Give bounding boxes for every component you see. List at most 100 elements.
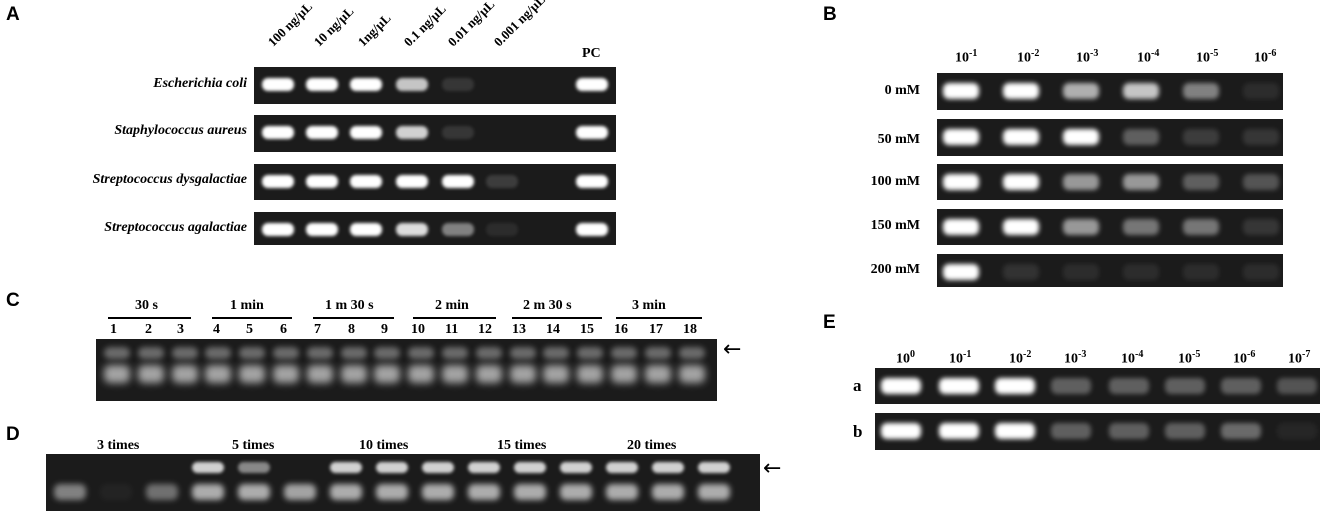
- gel-band: [262, 175, 294, 188]
- row-label-escherichia-coli: Escherichia coli: [153, 76, 247, 91]
- gel-band: [1123, 264, 1159, 280]
- group-label: 15 times: [497, 438, 547, 453]
- gel-band: [943, 174, 979, 190]
- dilution-label: 10-5: [1196, 48, 1219, 66]
- dilution-label: 10-6: [1233, 349, 1256, 367]
- gel-band: [1063, 219, 1099, 235]
- gel-band: [408, 347, 435, 359]
- gel-band: [1063, 129, 1099, 145]
- gel-band: [238, 462, 270, 473]
- gel-band: [306, 347, 333, 359]
- gel-band: [104, 365, 130, 383]
- gel-band: [422, 462, 454, 473]
- gel-band: [205, 365, 232, 383]
- gel-band: [939, 378, 979, 394]
- gel-band: [514, 462, 546, 473]
- gel-band: [54, 484, 86, 500]
- group-underline: [313, 317, 394, 319]
- gel-band: [171, 347, 198, 359]
- gel-band: [1183, 83, 1219, 99]
- gel-band: [577, 365, 604, 383]
- gel-band: [273, 365, 299, 383]
- gel-strip-c: [96, 339, 717, 401]
- gel-band: [192, 462, 224, 473]
- gel-strip-b-3: [937, 164, 1283, 200]
- row-label-100mm: 100 mM: [870, 174, 920, 189]
- gel-band: [396, 126, 428, 139]
- gel-band: [1063, 264, 1099, 280]
- gel-band: [1003, 219, 1039, 235]
- dilution-label: 10-3: [1076, 48, 1099, 66]
- lane-number: 3: [177, 322, 184, 337]
- gel-band: [1123, 83, 1159, 99]
- group-label: 5 times: [232, 438, 275, 453]
- gel-band: [486, 223, 518, 236]
- gel-band: [442, 365, 468, 383]
- gel-band: [943, 219, 979, 235]
- gel-band: [652, 462, 684, 473]
- group-label: 20 times: [627, 438, 677, 453]
- dilution-label: 10-1: [949, 349, 972, 367]
- arrow-icon: ←: [763, 456, 782, 481]
- gel-band: [374, 365, 401, 383]
- lane-number: 6: [280, 322, 287, 337]
- gel-band: [698, 484, 730, 500]
- gel-band: [306, 365, 333, 383]
- gel-band: [576, 223, 608, 236]
- gel-band: [1243, 129, 1279, 145]
- group-label: 3 times: [97, 438, 140, 453]
- gel-band: [1063, 174, 1099, 190]
- gel-strip-e-1: [875, 368, 1320, 404]
- group-label: 30 s: [135, 298, 158, 313]
- arrow-icon: ←: [723, 337, 742, 362]
- group-underline: [413, 317, 496, 319]
- gel-band: [171, 365, 198, 383]
- gel-band: [340, 365, 367, 383]
- gel-band: [611, 347, 637, 359]
- dilution-label: 10-4: [1121, 349, 1144, 367]
- gel-band: [376, 462, 408, 473]
- gel-band: [576, 175, 608, 188]
- group-label: 2 min: [435, 298, 469, 313]
- gel-band: [1277, 423, 1317, 439]
- dilution-label: 10-2: [1009, 349, 1032, 367]
- row-label-150mm: 150 mM: [870, 218, 920, 233]
- gel-band: [939, 423, 979, 439]
- lane-number: 13: [512, 322, 526, 337]
- gel-band: [611, 365, 637, 383]
- gel-strip-a-2: [254, 115, 616, 152]
- gel-band: [1221, 423, 1261, 439]
- lane-number: 11: [445, 322, 459, 337]
- dilution-label: 10-1: [955, 48, 978, 66]
- panel-label-a: A: [6, 4, 20, 25]
- gel-band: [306, 223, 338, 236]
- gel-band: [1183, 129, 1219, 145]
- gel-band: [239, 347, 266, 359]
- gel-band: [577, 347, 604, 359]
- gel-band: [408, 365, 435, 383]
- gel-band: [262, 223, 294, 236]
- gel-band: [1063, 83, 1099, 99]
- gel-band: [350, 223, 382, 236]
- gel-band: [543, 347, 570, 359]
- gel-band: [330, 484, 362, 500]
- row-label-streptococcus-agalactiae: Streptococcus agalactiae: [104, 220, 247, 235]
- dilution-label: 10-6: [1254, 48, 1277, 66]
- gel-band: [995, 423, 1035, 439]
- gel-band: [350, 126, 382, 139]
- gel-band: [306, 175, 338, 188]
- lane-number: 10: [411, 322, 425, 337]
- gel-band: [442, 223, 474, 236]
- gel-band: [509, 347, 536, 359]
- gel-band: [1051, 423, 1091, 439]
- gel-band: [1243, 83, 1279, 99]
- gel-band: [1109, 378, 1149, 394]
- lane-number: 12: [478, 322, 492, 337]
- gel-band: [1109, 423, 1149, 439]
- dilution-label: 10-3: [1064, 349, 1087, 367]
- gel-band: [881, 423, 921, 439]
- gel-band: [330, 462, 362, 473]
- gel-band: [1183, 174, 1219, 190]
- gel-band: [273, 347, 299, 359]
- panel-label-d: D: [6, 424, 20, 445]
